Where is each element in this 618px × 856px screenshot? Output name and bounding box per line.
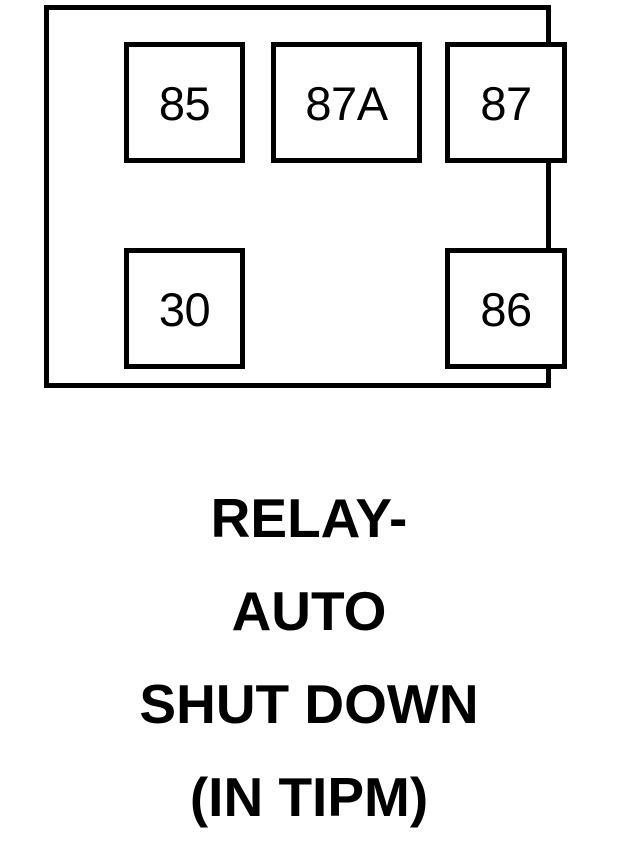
terminal-pad-86: 86 bbox=[445, 248, 567, 369]
relay-body-outline: 85 87A 87 30 86 bbox=[44, 5, 567, 388]
terminal-label-87: 87 bbox=[480, 77, 532, 130]
terminal-label-85: 85 bbox=[158, 77, 211, 130]
terminal-pad-30: 30 bbox=[124, 248, 245, 369]
relay-caption: RELAY- AUTO SHUT DOWN (IN TIPM) bbox=[0, 472, 618, 844]
terminal-pad-87a: 87A bbox=[271, 42, 422, 163]
terminal-pad-87: 87 bbox=[445, 42, 567, 163]
caption-line-1: RELAY- bbox=[210, 487, 408, 549]
caption-line-3: SHUT DOWN bbox=[139, 673, 479, 735]
terminal-label-87a: 87A bbox=[305, 77, 388, 130]
caption-line-2: AUTO bbox=[231, 580, 387, 642]
terminal-label-30: 30 bbox=[158, 283, 211, 336]
terminal-pad-85: 85 bbox=[124, 42, 245, 163]
terminal-label-86: 86 bbox=[480, 283, 532, 336]
caption-line-4: (IN TIPM) bbox=[189, 766, 429, 828]
